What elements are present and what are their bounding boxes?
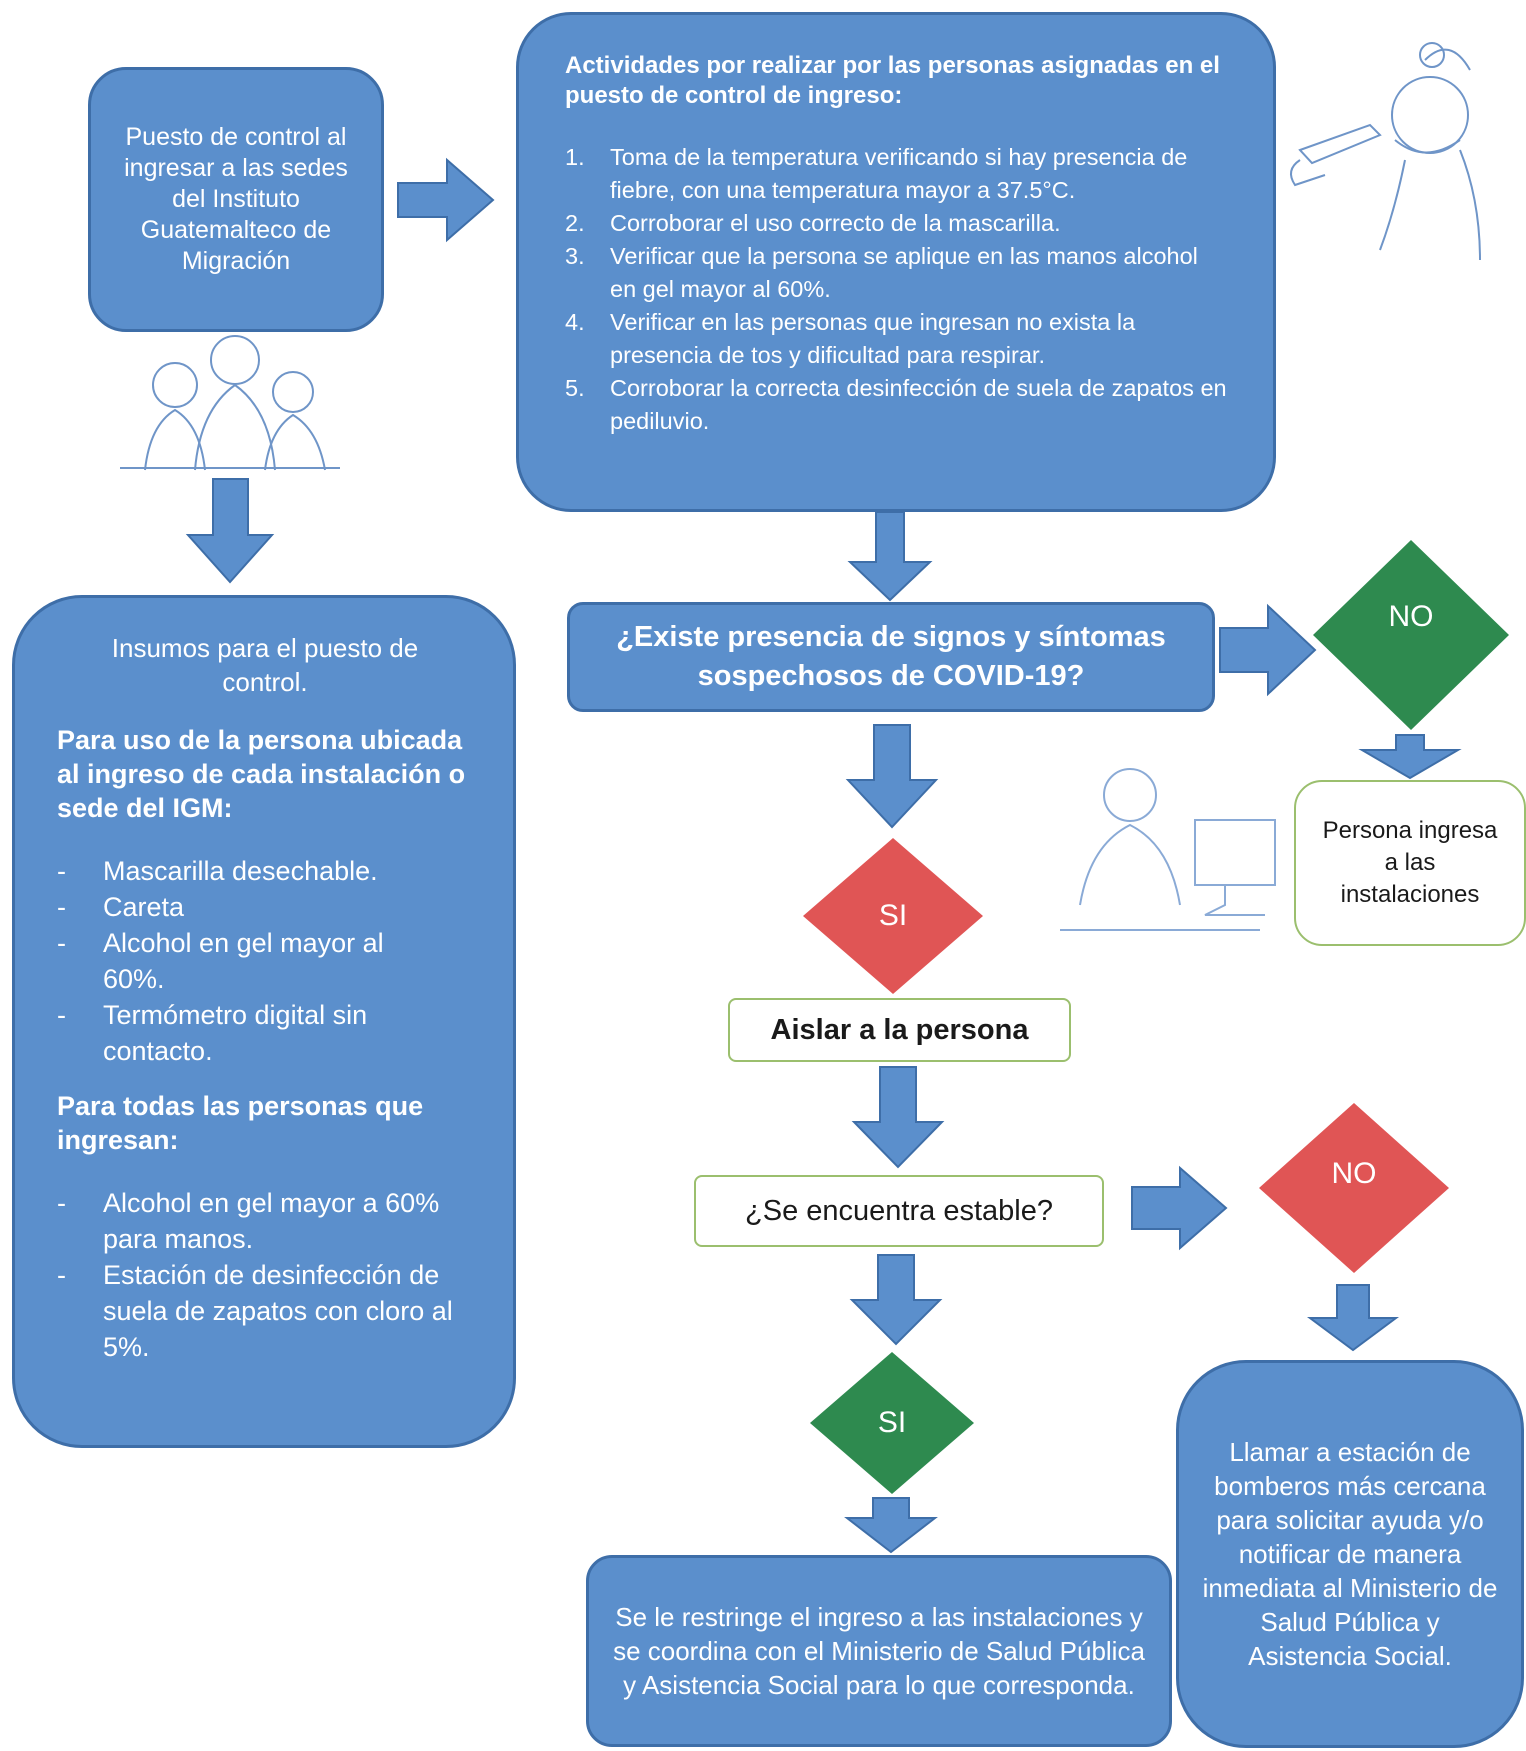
restrict-entry-text: Se le restringe el ingreso a las instala… bbox=[613, 1602, 1145, 1700]
nurse-thermometer-illustration bbox=[1290, 42, 1481, 261]
no-label: NO bbox=[1331, 1157, 1377, 1190]
diamond-shape-green bbox=[810, 1352, 974, 1494]
activity-number: 5. bbox=[565, 375, 585, 401]
bullet-dash: - bbox=[57, 1000, 66, 1030]
isolate-text: Aislar a la persona bbox=[770, 1013, 1029, 1046]
supplies-box: Insumos para el puesto de control. Para … bbox=[12, 595, 516, 1448]
arrow-down-isolate bbox=[851, 1066, 945, 1169]
supply-item: - Mascarilla desechable. bbox=[57, 853, 473, 889]
si-label: SI bbox=[878, 899, 908, 932]
supply-item: - Careta bbox=[57, 889, 473, 925]
arrow-down-no2 bbox=[1306, 1284, 1400, 1352]
activity-number: 2. bbox=[565, 210, 585, 236]
supply-text: Alcohol en gel mayor a 60% para manos. bbox=[103, 1188, 440, 1254]
arrow-down-people bbox=[185, 478, 275, 584]
supply-text: Mascarilla desechable. bbox=[103, 856, 378, 886]
bullet-dash: - bbox=[57, 928, 66, 958]
activity-text: Verificar en las personas que ingresan n… bbox=[610, 309, 1136, 368]
supply-item: - Estación de desinfección de suela de z… bbox=[57, 1257, 473, 1365]
supply-item: - Alcohol en gel mayor al 60%. bbox=[57, 925, 473, 997]
bullet-dash: - bbox=[57, 1188, 66, 1218]
activities-list: 1. Toma de la temperatura verificando si… bbox=[565, 141, 1229, 438]
arrow-down-no1 bbox=[1358, 734, 1462, 780]
arrow-down-activities bbox=[847, 511, 933, 602]
isolate-box: Aislar a la persona bbox=[728, 998, 1071, 1062]
supply-text: Careta bbox=[103, 892, 185, 922]
person-enters-box: Persona ingresa a las instalaciones bbox=[1294, 780, 1526, 946]
activities-box: Actividades por realizar por las persona… bbox=[516, 12, 1276, 512]
si-decision-diamond: SI bbox=[803, 838, 983, 994]
restrict-entry-box: Se le restringe el ingreso a las instala… bbox=[586, 1555, 1172, 1747]
arrow-right-control bbox=[397, 157, 495, 243]
arrow-right-question2 bbox=[1131, 1165, 1228, 1251]
activity-item: 2. Corroborar el uso correcto de la masc… bbox=[565, 207, 1229, 240]
arrow-down-question2 bbox=[849, 1254, 943, 1346]
question-covid-box: ¿Existe presencia de signos y síntomas s… bbox=[567, 602, 1215, 712]
supply-text: Alcohol en gel mayor al 60%. bbox=[103, 928, 384, 994]
visitors-heading: Para todas las personas que ingresan: bbox=[57, 1091, 424, 1155]
arrow-down-si2 bbox=[844, 1497, 938, 1554]
activity-item: 1. Toma de la temperatura verificando si… bbox=[565, 141, 1229, 207]
supply-text: Termómetro digital sin contacto. bbox=[103, 1000, 368, 1066]
supply-text: Estación de desinfección de suela de zap… bbox=[103, 1260, 453, 1362]
no-unstable-diamond: NO bbox=[1259, 1103, 1449, 1273]
diamond-shape-red bbox=[1259, 1103, 1449, 1273]
activity-text: Toma de la temperatura verificando si ha… bbox=[610, 144, 1188, 203]
activity-item: 4. Verificar en las personas que ingresa… bbox=[565, 306, 1229, 372]
person-computer-illustration bbox=[1060, 768, 1276, 931]
staff-heading: Para uso de la persona ubicada al ingres… bbox=[57, 725, 466, 823]
visitor-supplies-list: - Alcohol en gel mayor a 60% para manos.… bbox=[57, 1185, 473, 1365]
no-decision-diamond: NO bbox=[1313, 540, 1509, 730]
stable-question-box: ¿Se encuentra estable? bbox=[694, 1175, 1104, 1247]
si-label: SI bbox=[877, 1406, 907, 1439]
bullet-dash: - bbox=[57, 892, 66, 922]
staff-supplies-list: - Mascarilla desechable. - Careta - Alco… bbox=[57, 853, 473, 1069]
control-point-text: Puesto de control al ingresar a las sede… bbox=[124, 123, 348, 275]
call-firefighters-box: Llamar a estación de bomberos más cercan… bbox=[1176, 1360, 1524, 1748]
activity-item: 3. Verificar que la persona se aplique e… bbox=[565, 240, 1229, 306]
question-covid-text: ¿Existe presencia de signos y síntomas s… bbox=[616, 621, 1166, 692]
control-point-box: Puesto de control al ingresar a las sede… bbox=[88, 67, 384, 332]
diamond-shape-red bbox=[803, 838, 983, 994]
activity-number: 3. bbox=[565, 243, 585, 269]
activity-item: 5. Corroborar la correcta desinfección d… bbox=[565, 372, 1229, 438]
arrow-right-question1 bbox=[1219, 603, 1317, 697]
arrow-down-question1 bbox=[845, 724, 939, 829]
supply-item: - Termómetro digital sin contacto. bbox=[57, 997, 473, 1069]
activities-title: Actividades por realizar por las persona… bbox=[565, 52, 1220, 109]
bullet-dash: - bbox=[57, 856, 66, 886]
bullet-dash: - bbox=[57, 1260, 66, 1290]
activity-text: Corroborar el uso correcto de la mascari… bbox=[610, 210, 1061, 236]
activity-number: 4. bbox=[565, 309, 585, 335]
call-firefighters-text: Llamar a estación de bomberos más cercan… bbox=[1202, 1437, 1498, 1671]
stable-question-text: ¿Se encuentra estable? bbox=[745, 1194, 1053, 1227]
activity-text: Corroborar la correcta desinfección de s… bbox=[610, 375, 1227, 434]
supply-item: - Alcohol en gel mayor a 60% para manos. bbox=[57, 1185, 473, 1257]
person-enters-text: Persona ingresa a las instalaciones bbox=[1322, 817, 1498, 908]
medical-team-illustration bbox=[120, 335, 340, 471]
activity-text: Verificar que la persona se aplique en l… bbox=[610, 243, 1198, 302]
diamond-shape-green bbox=[1313, 540, 1509, 730]
supplies-title: Insumos para el puesto de control. bbox=[111, 633, 419, 697]
activity-number: 1. bbox=[565, 144, 585, 170]
no-label: NO bbox=[1388, 600, 1434, 633]
si-stable-diamond: SI bbox=[810, 1352, 974, 1494]
